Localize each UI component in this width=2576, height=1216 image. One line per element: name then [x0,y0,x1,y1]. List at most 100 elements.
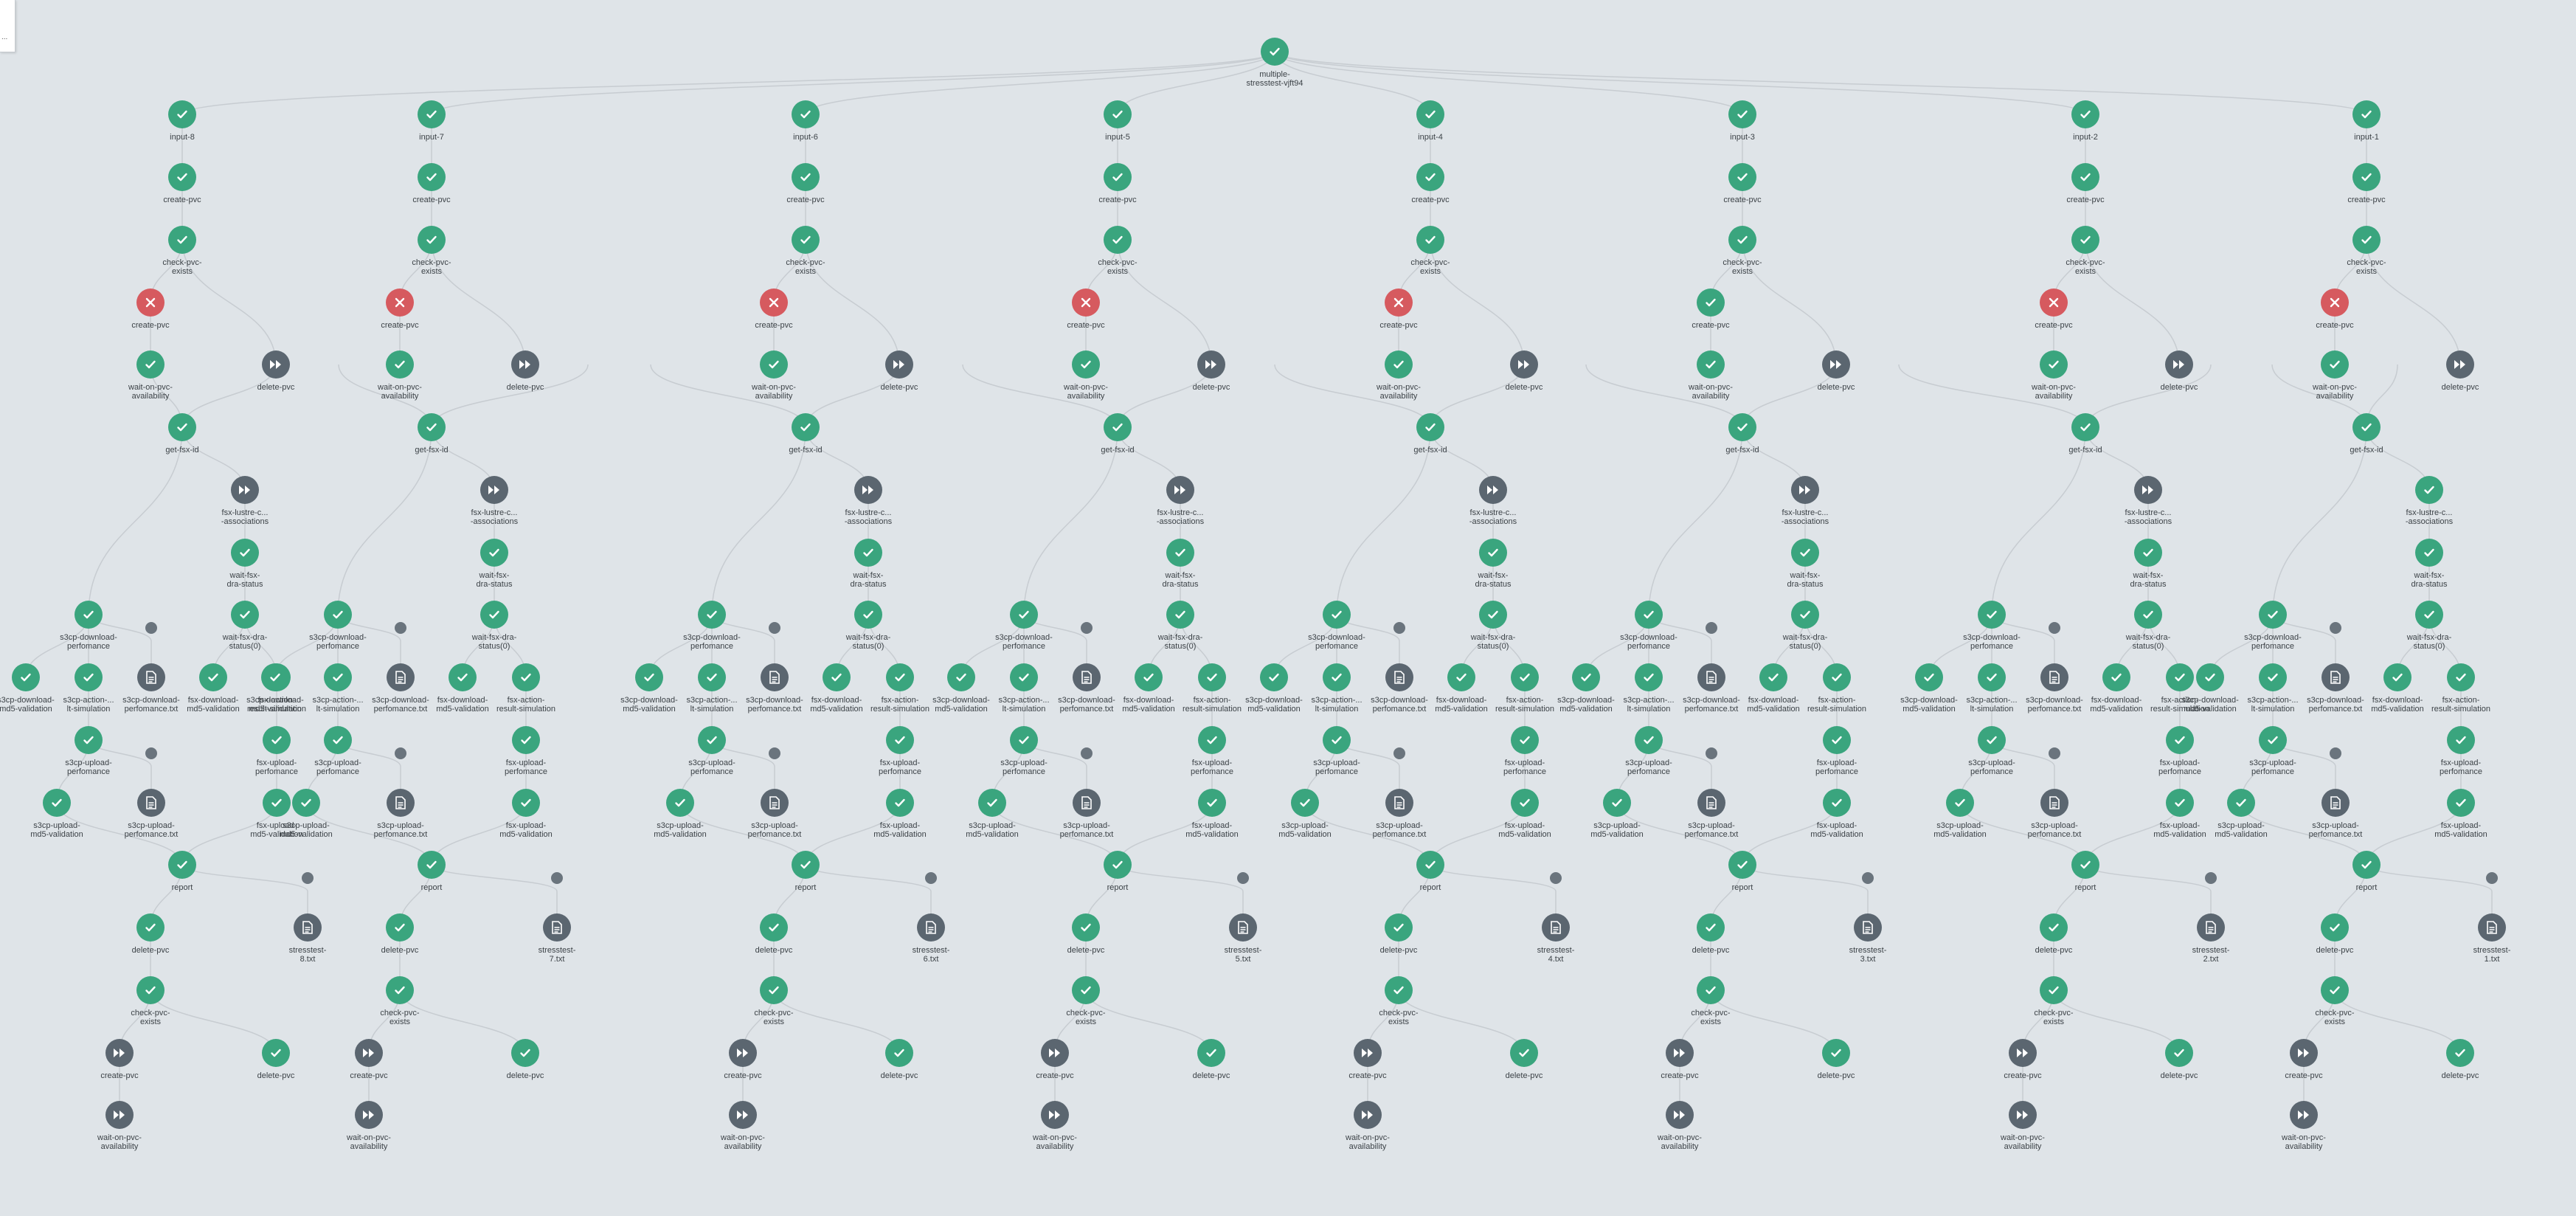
check-pvc-exists-node[interactable]: check-pvc- exists [84,976,217,1026]
s3cp-action-node[interactable]: s3cp-action-... lt-simulation [1270,663,1403,714]
s3cp-upload-md5-node[interactable]: s3cp-upload- md5-validation [926,789,1059,839]
create-pvc-node[interactable]: create-pvc [1301,1039,1434,1080]
wait-on-pvc-node[interactable]: wait-on-pvc- availability [333,350,466,401]
get-fsx-id-node[interactable]: get-fsx-id [2300,413,2433,455]
s3cp-upload-perf-node[interactable]: s3cp-upload- perfomance [22,726,155,776]
delete-pvc-node[interactable]: delete-pvc [707,913,840,955]
check-pvc-exists-node[interactable]: check-pvc- exists [116,226,249,276]
perf-txt-artifact[interactable]: s3cp-download- perfomance.txt [1333,663,1466,714]
wait-fsx-dra-node[interactable]: wait-fsx- dra-status [1427,539,1559,589]
delete-pvc-node[interactable]: delete-pvc [210,350,342,392]
create-pvc-node[interactable]: create-pvc [365,163,498,204]
create-pvc-node[interactable]: create-pvc [116,163,249,204]
s3cp-action-node[interactable]: s3cp-action-... lt-simulation [271,663,404,714]
create-pvc-node[interactable]: create-pvc [1364,163,1497,204]
create-pvc-node[interactable]: create-pvc [2300,163,2433,204]
input-node[interactable]: input-6 [739,100,872,142]
delete-pvc-node[interactable]: delete-pvc [833,1039,966,1080]
perf-txt-artifact[interactable]: s3cp-download- perfomance.txt [708,663,841,714]
perf-txt-artifact[interactable]: s3cp-download- perfomance.txt [85,663,218,714]
report-node[interactable]: report [2019,851,2152,892]
create-pvc-node[interactable]: create-pvc [988,1039,1121,1080]
get-fsx-id-node[interactable]: get-fsx-id [116,413,249,455]
report-node[interactable]: report [2300,851,2433,892]
report-node[interactable]: report [365,851,498,892]
fsx-upload-md5-node[interactable]: fsx-upload- md5-validation [2113,789,2246,839]
s3cp-upload-perf-txt-artifact[interactable]: s3cp-upload- perfomance.txt [708,789,841,839]
get-fsx-id-node[interactable]: get-fsx-id [1676,413,1809,455]
delete-pvc-node[interactable]: delete-pvc [2113,350,2246,392]
wait-on-pvc-node[interactable]: wait-on-pvc- availability [1613,1101,1746,1151]
wait-fsx-dra-0-node[interactable]: wait-fsx-dra- status(0) [1114,601,1247,651]
artifact-dot[interactable] [548,871,566,885]
fsx-download-md5-node[interactable]: fsx-download- md5-validation [2050,663,2183,714]
wait-fsx-dra-node[interactable]: wait-fsx- dra-status [2082,539,2215,589]
get-fsx-id-node[interactable]: get-fsx-id [2019,413,2152,455]
wait-on-pvc-node[interactable]: wait-on-pvc- availability [676,1101,809,1151]
perf-txt-artifact[interactable]: s3cp-download- perfomance.txt [1020,663,1153,714]
check-pvc-exists-node[interactable]: check-pvc- exists [1051,226,1184,276]
check-pvc-exists-node[interactable]: check-pvc- exists [365,226,498,276]
s3cp-download-md5-node[interactable]: s3cp-download- md5-validation [583,663,716,714]
create-pvc-node[interactable]: create-pvc [739,163,872,204]
s3cp-upload-md5-node[interactable]: s3cp-upload- md5-validation [614,789,747,839]
s3cp-upload-perf-node[interactable]: s3cp-upload- perfomance [1582,726,1715,776]
s3cp-action-node[interactable]: s3cp-action-... lt-simulation [1925,663,2058,714]
s3cp-upload-md5-node[interactable]: s3cp-upload- md5-validation [1239,789,1371,839]
check-pvc-exists-node[interactable]: check-pvc- exists [1676,226,1809,276]
report-node[interactable]: report [1676,851,1809,892]
s3cp-download-md5-node[interactable]: s3cp-download- md5-validation [1520,663,1652,714]
s3cp-download-node[interactable]: s3cp-download- perfomance [271,601,404,651]
wait-fsx-dra-node[interactable]: wait-fsx- dra-status [179,539,311,589]
stresstest-txt-artifact[interactable]: stresstest- 2.txt [2144,913,2277,964]
delete-pvc-node[interactable]: delete-pvc [333,913,466,955]
fsx-download-md5-node[interactable]: fsx-download- md5-validation [396,663,529,714]
check-pvc-exists-node[interactable]: check-pvc- exists [1987,976,2120,1026]
artifact-dot[interactable] [1078,746,1095,761]
stresstest-txt-artifact[interactable]: stresstest- 7.txt [491,913,623,964]
wait-on-pvc-node[interactable]: wait-on-pvc- availability [988,1101,1121,1151]
s3cp-upload-md5-node[interactable]: s3cp-upload- md5-validation [1551,789,1683,839]
delete-pvc-node[interactable]: delete-pvc [1770,350,1902,392]
stresstest-txt-artifact[interactable]: stresstest- 5.txt [1177,913,1309,964]
s3cp-download-md5-node[interactable]: s3cp-download- md5-validation [1208,663,1340,714]
create-pvc-node[interactable]: create-pvc [1644,289,1777,330]
wait-on-pvc-node[interactable]: wait-on-pvc- availability [707,350,840,401]
create-pvc-node[interactable]: create-pvc [707,289,840,330]
fsx-download-md5-node[interactable]: fsx-download- md5-validation [770,663,903,714]
fsx-upload-perf-node[interactable]: fsx-upload- perfomance [1770,726,1903,776]
create-pvc-node[interactable]: create-pvc [2237,1039,2370,1080]
fsx-action-node[interactable]: fsx-action- result-simulation [834,663,966,714]
fsx-lustre-node[interactable]: fsx-lustre-c... -associations [2082,476,2215,526]
s3cp-upload-perf-txt-artifact[interactable]: s3cp-upload- perfomance.txt [1988,789,2121,839]
fsx-upload-md5-node[interactable]: fsx-upload- md5-validation [210,789,343,839]
report-node[interactable]: report [739,851,872,892]
s3cp-upload-md5-node[interactable]: s3cp-upload- md5-validation [0,789,123,839]
fsx-download-md5-node[interactable]: fsx-download- md5-validation [147,663,280,714]
delete-pvc-node[interactable]: delete-pvc [2394,350,2527,392]
artifact-dot[interactable] [1547,871,1565,885]
create-pvc-node[interactable]: create-pvc [302,1039,435,1080]
input-node[interactable]: input-2 [2019,100,2152,142]
fsx-action-node[interactable]: fsx-action- result-simulation [2395,663,2527,714]
fsx-upload-perf-node[interactable]: fsx-upload- perfomance [1458,726,1591,776]
delete-pvc-node[interactable]: delete-pvc [459,350,592,392]
s3cp-download-node[interactable]: s3cp-download- perfomance [22,601,155,651]
wait-on-pvc-node[interactable]: wait-on-pvc- availability [1019,350,1152,401]
check-pvc-exists-node[interactable]: check-pvc- exists [1644,976,1777,1026]
delete-pvc-node[interactable]: delete-pvc [1458,350,1590,392]
s3cp-action-node[interactable]: s3cp-action-... lt-simulation [2206,663,2339,714]
s3cp-action-node[interactable]: s3cp-action-... lt-simulation [958,663,1090,714]
stresstest-txt-artifact[interactable]: stresstest- 8.txt [241,913,374,964]
wait-on-pvc-node[interactable]: wait-on-pvc- availability [1987,350,2120,401]
fsx-upload-perf-node[interactable]: fsx-upload- perfomance [834,726,966,776]
delete-pvc-node[interactable]: delete-pvc [1332,913,1465,955]
s3cp-action-node[interactable]: s3cp-action-... lt-simulation [1582,663,1715,714]
fsx-upload-md5-node[interactable]: fsx-upload- md5-validation [2395,789,2527,839]
create-pvc-node[interactable]: create-pvc [333,289,466,330]
s3cp-download-node[interactable]: s3cp-download- perfomance [1582,601,1715,651]
check-pvc-exists-node[interactable]: check-pvc- exists [739,226,872,276]
s3cp-download-node[interactable]: s3cp-download- perfomance [645,601,778,651]
artifact-dot[interactable] [1234,871,1252,885]
